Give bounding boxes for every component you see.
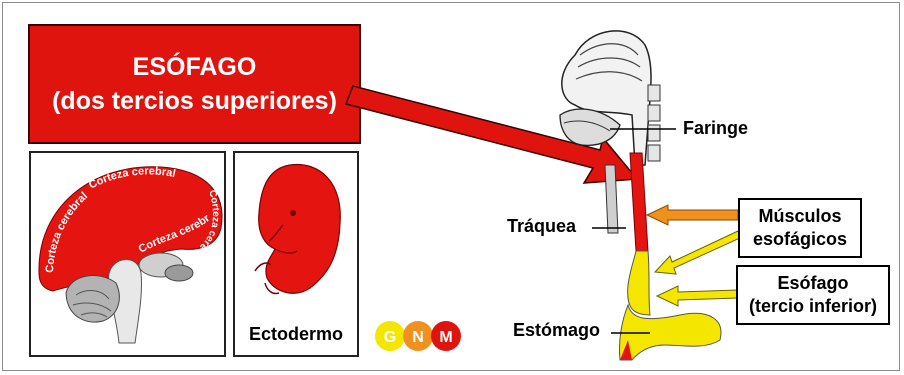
head-esophagus-illustration [520,15,750,370]
ectodermo-label: Ectodermo [235,324,357,345]
embryo-panel: Ectodermo [233,151,359,357]
gnm-logo: G N M [372,318,464,354]
callout-musculos-line-2: esofágicos [740,228,860,251]
logo-letter-m: M [439,329,452,346]
callout-esofago-line-2: (tercio inferior) [738,295,888,318]
label-faringe: Faringe [683,118,748,139]
label-estomago: Estómago [513,320,600,341]
title-box: ESÓFAGO (dos tercios superiores) [28,24,361,144]
label-traquea: Tráquea [507,216,576,237]
callout-musculos-esofagicos: Músculos esofágicos [738,198,862,258]
logo-letter-n: N [412,329,424,346]
brain-panel: Corteza cerebral Corteza cerebral Cortez… [29,151,226,357]
logo-letter-g: G [384,329,396,346]
callout-musculos-line-1: Músculos [740,205,860,228]
title-line-1: ESÓFAGO [30,50,359,84]
embryo-illustration [235,153,357,313]
brain-illustration: Corteza cerebral Corteza cerebral Cortez… [31,153,224,355]
title-line-2: (dos tercios superiores) [30,84,359,118]
callout-esofago-line-1: Esófago [738,272,888,295]
callout-esofago-inferior: Esófago (tercio inferior) [736,265,890,325]
